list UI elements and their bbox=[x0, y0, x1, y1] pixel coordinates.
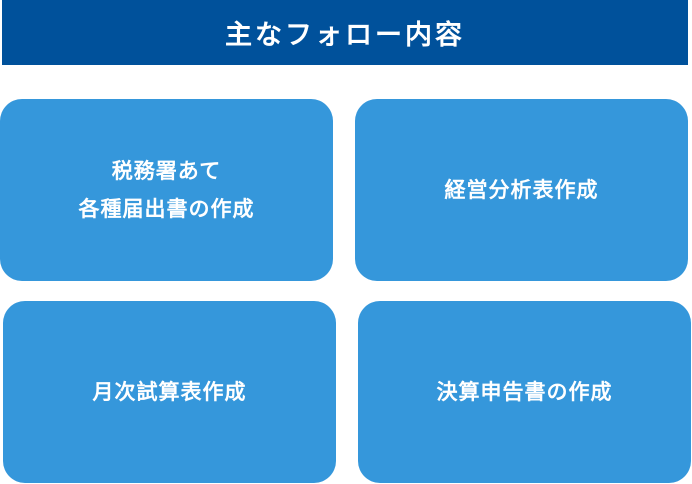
card-label-line: 決算申告書の作成 bbox=[436, 380, 613, 404]
card-label-line: 経営分析表作成 bbox=[444, 178, 599, 202]
follow-card-tax-return: 決算申告書の作成 bbox=[358, 301, 691, 483]
card-label-line: 月次試算表作成 bbox=[92, 380, 247, 404]
card-label-line: 税務署あて bbox=[111, 159, 222, 183]
follow-card-monthly-trial-balance: 月次試算表作成 bbox=[3, 301, 336, 483]
follow-card-tax-office-forms: 税務署あて 各種届出書の作成 bbox=[0, 99, 333, 281]
section-header: 主なフォロー内容 bbox=[2, 0, 688, 65]
card-label-line: 各種届出書の作成 bbox=[78, 197, 255, 221]
section-title: 主なフォロー内容 bbox=[225, 20, 465, 51]
follow-card-management-analysis: 経営分析表作成 bbox=[355, 99, 688, 281]
